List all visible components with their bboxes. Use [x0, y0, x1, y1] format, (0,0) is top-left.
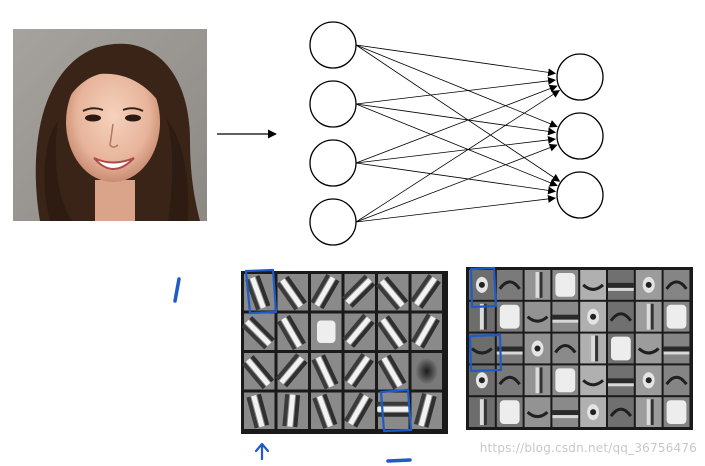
input-node: [309, 21, 357, 69]
filter-grid-layer1: [241, 271, 448, 434]
highlight-box-layer1-a: [244, 268, 278, 315]
filter-cell: [663, 365, 690, 396]
filter-cell: [608, 270, 634, 300]
highlight-box-layer2-a: [469, 266, 498, 309]
network-edge: [355, 103, 557, 136]
filter-cell: [410, 313, 442, 350]
filter-cell: [311, 313, 342, 350]
filter-cell: [635, 301, 662, 332]
highlight-box-layer2-b: [468, 333, 503, 373]
output-node: [556, 171, 604, 219]
filter-cell: [552, 397, 579, 427]
filter-cell: [663, 333, 690, 364]
filter-cell: [608, 301, 634, 332]
filter-cell: [580, 365, 606, 396]
network-edge: [355, 44, 557, 77]
network-edge: [355, 103, 558, 187]
filter-cell: [608, 365, 634, 396]
input-node: [309, 139, 357, 187]
filter-cell: [524, 365, 551, 396]
filter-cell: [343, 392, 375, 429]
output-node: [556, 53, 604, 101]
filter-cell: [608, 397, 634, 427]
filter-cell: [524, 270, 551, 300]
filter-cell: [496, 301, 523, 332]
filter-cell: [275, 353, 308, 390]
filter-grid-layer2: [466, 267, 693, 430]
filter-cell: [410, 273, 442, 311]
output-node: [556, 112, 604, 160]
filter-cell: [635, 333, 662, 364]
filter-cell: [608, 333, 634, 364]
network-edge: [355, 44, 561, 182]
pen-annotations: [173, 266, 503, 463]
filter-cell: [663, 397, 690, 427]
filter-cell: [411, 353, 442, 390]
filter-cell: [635, 397, 662, 427]
network-edge: [355, 162, 557, 195]
input-face-photo: [13, 29, 207, 221]
filter-cell: [310, 273, 342, 311]
pen-mark-one: [173, 277, 181, 303]
filter-cell: [342, 274, 376, 311]
up-arrow-mark: [254, 442, 270, 461]
watermark: https://blog.csdn.net/qq_36756476: [479, 441, 697, 455]
input-node: [309, 198, 357, 246]
filter-cell: [635, 270, 662, 300]
filter-cell: [663, 301, 690, 332]
filter-cell: [343, 352, 375, 390]
filter-cell: [311, 392, 342, 429]
input-node: [309, 80, 357, 128]
filter-cell: [496, 397, 523, 427]
network-connections: [355, 44, 561, 223]
filter-cell: [342, 313, 375, 350]
filter-cell: [276, 313, 308, 351]
filter-cell: [276, 274, 308, 311]
filter-cell: [241, 313, 275, 350]
network-edge: [355, 76, 556, 105]
filter-cell: [244, 392, 275, 429]
filter-cell: [277, 392, 308, 429]
neural-network: [309, 21, 604, 246]
filter-cell: [524, 301, 551, 332]
network-edge: [355, 194, 556, 223]
filter-cell: [663, 270, 690, 300]
network-edge: [355, 135, 556, 164]
filter-cell: [552, 301, 579, 332]
filter-cell: [242, 353, 275, 390]
filter-cell: [376, 274, 409, 311]
dash-mark: [386, 458, 412, 463]
network-edge: [355, 143, 558, 223]
filter-cell: [469, 270, 495, 300]
filter-cell: [377, 353, 409, 390]
filter-cell: [496, 270, 523, 300]
highlight-box-layer1-b: [379, 388, 413, 433]
network-edge: [355, 84, 558, 164]
network-nodes: [309, 21, 604, 246]
filter-cell: [377, 392, 410, 429]
filter-cell: [635, 365, 662, 396]
filter-cell: [524, 397, 551, 427]
filter-cell: [552, 365, 579, 396]
filter-cell: [552, 333, 579, 364]
network-edge: [355, 44, 558, 128]
filter-cell: [580, 270, 606, 300]
filter-cell: [552, 270, 579, 300]
filter-cell: [580, 333, 606, 364]
filter-cell: [311, 353, 342, 390]
filter-cell: [580, 397, 606, 427]
filter-cell: [580, 301, 606, 332]
filter-cell: [524, 333, 551, 364]
filter-cell: [376, 313, 409, 351]
filter-cell: [411, 392, 442, 429]
network-edge: [355, 90, 561, 223]
filter-cell: [469, 397, 495, 427]
filter-cell: [469, 333, 495, 364]
